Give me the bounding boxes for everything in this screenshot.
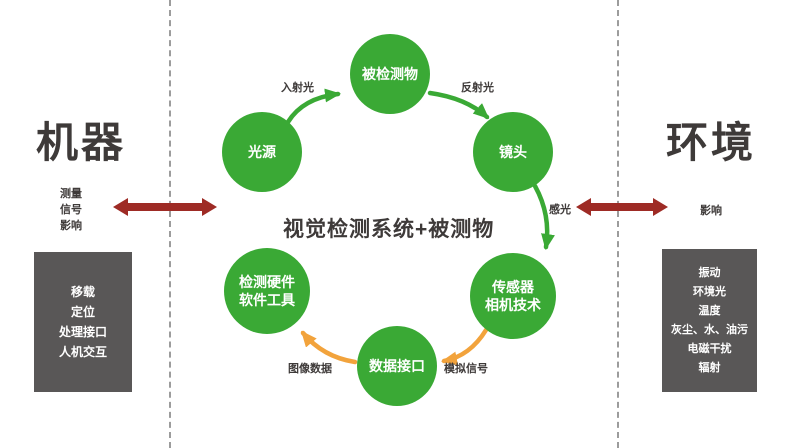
reflected-light-label: 反射光: [461, 82, 494, 94]
environment-box-item: 环境光: [693, 285, 726, 298]
machine-box-item: 移载: [70, 285, 95, 299]
node-light-source: 光源: [222, 112, 302, 192]
incident-light-label: 入射光: [281, 82, 314, 94]
node-sensor-camera: 传感器 相机技术: [470, 253, 556, 339]
node-label: 相机技术: [485, 297, 541, 313]
environment-system-double-arrow: [576, 198, 668, 216]
environment-box-item: 电磁干扰: [687, 342, 732, 355]
photosensitive-arrow: [532, 183, 555, 250]
analog-signal-arrow: [441, 327, 489, 366]
environment-box-item: 辐射: [698, 361, 721, 374]
node-detection-tools: 检测硬件 软件工具: [224, 248, 310, 334]
node-label: 软件工具: [239, 292, 295, 308]
environment-box-item: 温度: [698, 304, 721, 317]
left-section-divider: [169, 0, 171, 448]
node-label: 光源: [248, 144, 276, 160]
analog-signal-label: 模拟信号: [444, 363, 488, 375]
machine-items-box: 移载 定位 处理接口 人机交互: [34, 252, 132, 392]
photosensitive-label: 感光: [549, 204, 571, 216]
machine-box-item: 定位: [70, 305, 95, 319]
machine-box-item: 处理接口: [58, 325, 107, 339]
environment-box-item: 灰尘、水、油污: [671, 323, 748, 336]
relation-label-measure: 测量: [60, 188, 82, 200]
machine-system-double-arrow: [113, 198, 217, 216]
image-data-arrow: [300, 330, 358, 365]
diagram-title: 视觉检测系统+被测物: [283, 218, 495, 241]
node-lens: 镜头: [473, 112, 553, 192]
node-label: 检测硬件: [239, 274, 295, 290]
environment-relation-label: 影响: [700, 205, 722, 217]
machine-relation-labels: 测量 信号 影响: [60, 186, 82, 234]
node-label: 数据接口: [369, 358, 425, 374]
environment-items-box: 振动 环境光 温度 灰尘、水、油污 电磁干扰 辐射: [662, 249, 757, 392]
image-data-label: 图像数据: [288, 363, 332, 375]
node-label: 传感器: [492, 279, 534, 295]
reflected-light-arrow: [427, 90, 490, 120]
environment-title: 环境: [666, 119, 757, 166]
node-data-interface: 数据接口: [357, 326, 437, 406]
node-label: 镜头: [499, 144, 527, 160]
machine-box-item: 人机交互: [58, 345, 107, 359]
node-label: 被检测物: [362, 66, 418, 82]
node-detected-object: 被检测物: [350, 34, 430, 114]
relation-label-signal: 信号: [60, 204, 82, 216]
relation-label-influence: 影响: [60, 220, 82, 232]
machine-title: 机器: [36, 119, 127, 166]
incident-light-arrow: [285, 88, 341, 125]
right-section-divider: [617, 0, 619, 448]
environment-box-item: 振动: [698, 266, 721, 279]
